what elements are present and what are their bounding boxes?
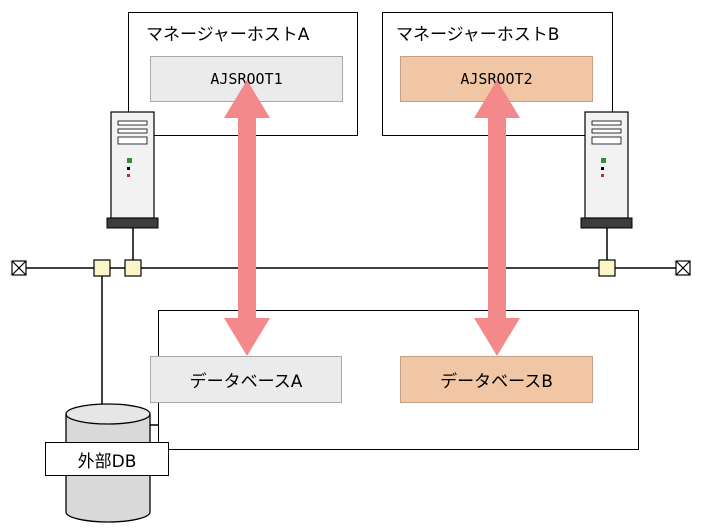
connector-server-a xyxy=(124,259,142,277)
server-b-icon xyxy=(580,111,633,229)
database-a-box: データベースA xyxy=(150,356,342,403)
external-db-label: 外部DB xyxy=(45,442,169,476)
sync-arrow-a xyxy=(224,80,270,356)
database-b-box: データベースB xyxy=(400,356,593,403)
server-a-icon xyxy=(106,111,159,229)
manager-host-b-title: マネージャーホストB xyxy=(396,25,560,45)
connector-db xyxy=(93,259,111,277)
manager-host-a-title: マネージャーホストA xyxy=(146,25,310,45)
sync-arrow-b xyxy=(474,80,520,356)
terminator-left-icon xyxy=(11,260,27,276)
terminator-right-icon xyxy=(675,260,691,276)
connector-server-b xyxy=(598,259,616,277)
